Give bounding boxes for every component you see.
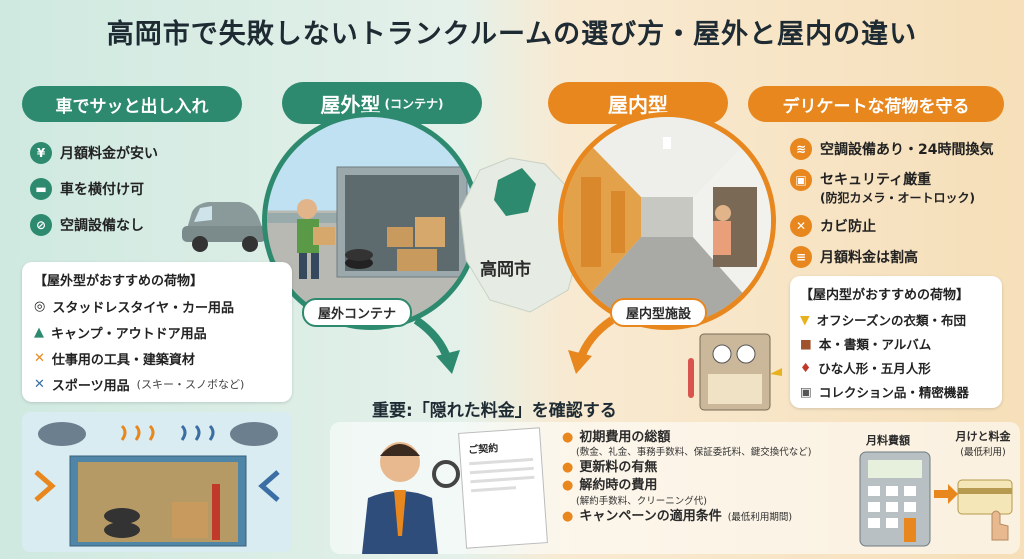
right-arrow-icon: [934, 484, 958, 504]
tire-icon: ◎: [34, 298, 46, 314]
indoor-recommend-box: 【屋内型がおすすめの荷物】 ▼オフシーズンの衣類・布団 ■本・書類・アルバム ♦…: [790, 276, 1002, 408]
outdoor-recommend-title: 【屋外型がおすすめの荷物】: [34, 274, 204, 289]
indoor-feature: ✕カビ防止: [790, 215, 993, 237]
indoor-feature-list: ≋空調設備あり・24時間換気 ▣セキュリティ厳重(防犯カメラ・オートロック) ✕…: [790, 138, 993, 268]
indoor-circle-label: 屋内型施設: [610, 298, 708, 327]
aircon-icon: ≋: [790, 138, 812, 160]
orange-arrow-icon: [568, 316, 615, 374]
outdoor-feature: ¥月額料金が安い: [30, 142, 158, 164]
outdoor-container-circle: [262, 112, 480, 330]
lock-icon: ▣: [790, 169, 812, 191]
car-icon: ▬: [30, 178, 52, 200]
storage-cabinet-illustration: [688, 333, 782, 411]
outdoor-circle-label: 屋外コンテナ: [302, 298, 413, 327]
outdoor-recommend-item: ◎スタッドレスタイヤ・カー用品: [34, 298, 234, 316]
no-icon: ⊘: [30, 214, 52, 236]
container-illustration: [267, 166, 475, 279]
indoor-slogan-badge: デリケートな荷物を守る: [748, 86, 1004, 122]
outdoor-feature-list: ¥月額料金が安い ▬車を横付け可 ⊘空調設備なし: [30, 142, 158, 236]
mold-icon: ✕: [790, 215, 812, 237]
indoor-feature: ≋空調設備あり・24時間換気: [790, 138, 993, 160]
outdoor-slogan-badge: 車でサッと出し入れ: [22, 86, 242, 122]
indoor-recommend-item: ▼オフシーズンの衣類・布団: [800, 311, 967, 328]
tent-icon: ▲: [34, 324, 44, 340]
businessman-illustration: [362, 442, 460, 554]
page-title: 高岡市で失敗しないトランクルームの選び方・屋外と屋内の違い: [106, 19, 918, 50]
important-heading: 重要:「隠れた料金」を確認する: [372, 401, 617, 421]
outdoor-type-sub: (コンテナ): [384, 96, 444, 111]
indoor-recommend-title: 【屋内型がおすすめの荷物】: [800, 288, 970, 303]
doll-icon: ♦: [800, 359, 812, 375]
outdoor-recommend-item: ▲キャンプ・アウトドア用品: [34, 324, 207, 342]
ski-icon: ✕: [34, 376, 45, 392]
container-section-panel: [22, 412, 292, 552]
shirt-icon: ▼: [800, 311, 810, 327]
fee-item: ●更新料の有無: [562, 460, 658, 475]
card-payment-icon: [957, 479, 1013, 541]
outdoor-recommend-box: 【屋外型がおすすめの荷物】 ◎スタッドレスタイヤ・カー用品 ▲キャンプ・アウトド…: [22, 262, 292, 402]
card-sub-label: (最低利用): [960, 447, 1006, 458]
outdoor-recommend-item: ✕仕事用の工具・建築資材: [34, 350, 195, 368]
fee-checklist: ●初期費用の総額 (敷金、礼金、事務手数料、保証委託料、鍵交換代など) ●更新料…: [562, 430, 862, 527]
outdoor-recommend-item: ✕スポーツ用品(スキー・スノボなど): [34, 376, 245, 394]
fee-item: ●初期費用の総額: [562, 430, 671, 445]
collection-icon: ▣: [800, 383, 812, 399]
container-weather-illustration: [34, 422, 280, 547]
outdoor-feature: ▬車を横付け可: [30, 178, 158, 200]
doc-icon: ≡: [790, 246, 812, 268]
indoor-recommend-item: ■本・書類・アルバム: [800, 335, 932, 352]
calculator-label: 月料費額: [866, 434, 910, 447]
outdoor-feature: ⊘空調設備なし: [30, 214, 158, 236]
calculator-icon: [859, 451, 931, 547]
car-illustration: [182, 202, 266, 252]
indoor-recommend-item: ♦ひな人形・五月人形: [800, 359, 931, 376]
indoor-feature: ▣セキュリティ厳重(防犯カメラ・オートロック): [790, 169, 993, 206]
card-label-group: 月けと料金 (最低利用): [950, 428, 1016, 458]
fee-item: ●キャンペーンの適用条件(最低利用期間): [562, 509, 793, 524]
indoor-recommend-item: ▣コレクション品・精密機器: [800, 383, 969, 400]
fee-item: ●解約時の費用: [562, 478, 658, 493]
fee-item-note: (敷金、礼金、事務手数料、保証委託料、鍵交換代など): [576, 447, 812, 458]
map-silhouette: [459, 157, 583, 313]
map-label: 高岡市: [480, 260, 531, 280]
book-icon: ■: [800, 335, 812, 351]
indoor-facility-circle: [558, 112, 776, 330]
tools-icon: ✕: [34, 350, 45, 366]
important-panel: ご契約 ●初期費用の総額 (敷金、礼金、事務手数料、保証委託料、鍵交換代など) …: [330, 422, 1020, 554]
contract-document: ご契約: [458, 427, 548, 549]
yen-icon: ¥: [30, 142, 52, 164]
corridor-illustration: [563, 117, 771, 325]
indoor-feature: ≡月額料金は割高: [790, 246, 993, 268]
card-label: 月けと料金: [955, 430, 1011, 443]
contract-label: ご契約: [467, 443, 499, 457]
fee-item-note: (解約手数料、クリーニング代): [576, 496, 707, 507]
green-arrow-icon: [413, 316, 460, 374]
